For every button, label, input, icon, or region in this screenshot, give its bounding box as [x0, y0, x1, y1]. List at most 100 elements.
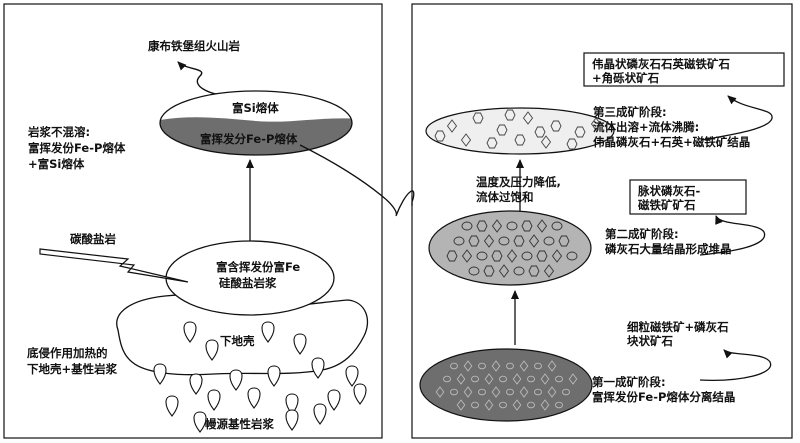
crystal-shape	[521, 251, 533, 261]
crystal-shape	[484, 399, 494, 411]
crystal-shape	[519, 386, 529, 398]
crystal-shape	[456, 399, 466, 411]
stage-1-ellipse	[419, 348, 593, 422]
crystal-shape	[568, 373, 578, 385]
teardrop-shape	[183, 321, 197, 343]
crystal-shape	[540, 399, 550, 411]
crystal-shape	[555, 375, 563, 383]
teardrop-shape	[285, 393, 299, 415]
crystal-shape	[527, 401, 535, 409]
crystal-shape	[483, 234, 495, 248]
teardrop-shape	[285, 409, 299, 431]
stage-2-crystals	[446, 219, 578, 278]
crystal-shape	[499, 401, 507, 409]
teardrop-shape	[193, 411, 207, 433]
crystal-shape	[446, 250, 458, 262]
ore-3-wavy-arrow	[701, 95, 773, 141]
teardrop-shape	[313, 403, 327, 425]
melt-ellipse-outline	[159, 90, 353, 156]
stage-1-label-2: 富挥发份Fe-P熔体分离结晶	[592, 390, 735, 404]
crystal-shape	[506, 388, 514, 396]
crystal-shape	[536, 219, 548, 233]
conditions-label-2: 流体过饱和	[476, 190, 534, 204]
teardrop-shape	[165, 395, 179, 417]
crystal-shape	[499, 375, 507, 383]
ore-2-wavy-arrow	[699, 215, 766, 256]
crystal-shape	[456, 373, 466, 385]
underplating-label-2: 下地壳+基性岩浆	[27, 362, 118, 376]
crystal-shape	[491, 360, 501, 372]
lower-crust-label: 下地壳	[220, 334, 255, 348]
magma-droplets	[153, 321, 367, 433]
crystal-shape	[471, 375, 479, 383]
teardrop-shape	[267, 365, 281, 387]
teardrop-shape	[311, 357, 325, 379]
stage-3-crystals	[434, 109, 602, 150]
ore-2-box	[629, 179, 747, 215]
ore-1-label-1: 细粒磁铁矿+磷灰石	[627, 320, 729, 334]
crystal-shape	[450, 362, 458, 370]
crystal-shape	[540, 135, 552, 149]
crystal-shape	[468, 266, 480, 276]
panel-connector-squiggle	[299, 144, 415, 217]
crystal-shape	[491, 250, 503, 262]
teardrop-shape	[353, 383, 367, 405]
crystal-shape	[506, 362, 514, 370]
teardrop-shape	[205, 339, 219, 361]
crystal-shape	[453, 236, 465, 246]
si-melt-label: 富Si熔体	[232, 101, 279, 115]
crystal-shape	[435, 386, 445, 398]
crystal-shape	[434, 130, 446, 142]
crystal-shape	[566, 251, 578, 261]
crystal-shape	[483, 265, 495, 277]
mantle-magma-label: 幔源基性岩浆	[205, 417, 274, 431]
silicate-magma-label-2: 硅酸盐岩浆	[219, 276, 277, 290]
crystal-shape	[562, 388, 570, 396]
teardrop-shape	[153, 363, 167, 385]
stage-3-ellipse	[425, 107, 615, 155]
crystal-shape	[506, 249, 518, 263]
crystal-shape	[498, 236, 510, 246]
crystal-shape	[534, 388, 542, 396]
crystal-shape	[478, 388, 486, 396]
ore-1-wavy-arrow	[699, 349, 772, 381]
crystal-shape	[461, 249, 473, 263]
crystal-shape	[504, 109, 516, 121]
crystal-shape	[468, 235, 480, 247]
crystal-shape	[543, 236, 555, 246]
left-panel-frame	[3, 3, 383, 439]
stage-3-label-1: 第三成矿阶段:	[593, 105, 667, 119]
crystal-shape	[491, 219, 503, 233]
crystal-shape	[555, 401, 563, 409]
crystal-shape	[540, 373, 550, 385]
ore-3-label-2: +角砾状矿石	[592, 71, 659, 85]
teardrop-shape	[189, 373, 203, 395]
fep-melt-label: 富挥发分Fe-P熔体	[200, 132, 298, 146]
crystal-shape	[463, 386, 473, 398]
stage-3-label-3: 伟晶磷灰石+石英+磁铁矿结晶	[593, 135, 750, 149]
crystal-shape	[478, 362, 486, 370]
ore-3-box	[583, 52, 785, 87]
silicate-magma-label-1: 富含挥发份富Fe	[216, 260, 300, 274]
crystal-shape	[460, 133, 472, 147]
crystal-shape	[443, 375, 451, 383]
stage-2-label-2: 磷灰石大量结晶形成堆晶	[605, 242, 732, 256]
carbonate-lightning-arrow	[39, 248, 189, 283]
volcanic-rock-label: 康布铁堡组火山岩	[148, 39, 240, 53]
crystal-shape	[476, 251, 488, 261]
crystal-shape	[484, 373, 494, 385]
crystal-shape	[528, 234, 540, 248]
crystal-shape	[498, 264, 510, 278]
crystal-shape	[522, 111, 534, 125]
ore-2-label-1: 脉状磷灰石-	[637, 184, 700, 198]
crystal-shape	[513, 235, 525, 247]
crystal-shape	[534, 362, 542, 370]
crystal-shape	[574, 126, 586, 138]
crystal-shape	[547, 386, 557, 398]
crystal-shape	[590, 117, 602, 131]
fep-melt-layer	[160, 117, 352, 155]
crystal-shape	[463, 360, 473, 372]
crystal-shape	[491, 386, 501, 398]
crystal-shape	[536, 250, 548, 262]
crystal-shape	[551, 249, 563, 263]
